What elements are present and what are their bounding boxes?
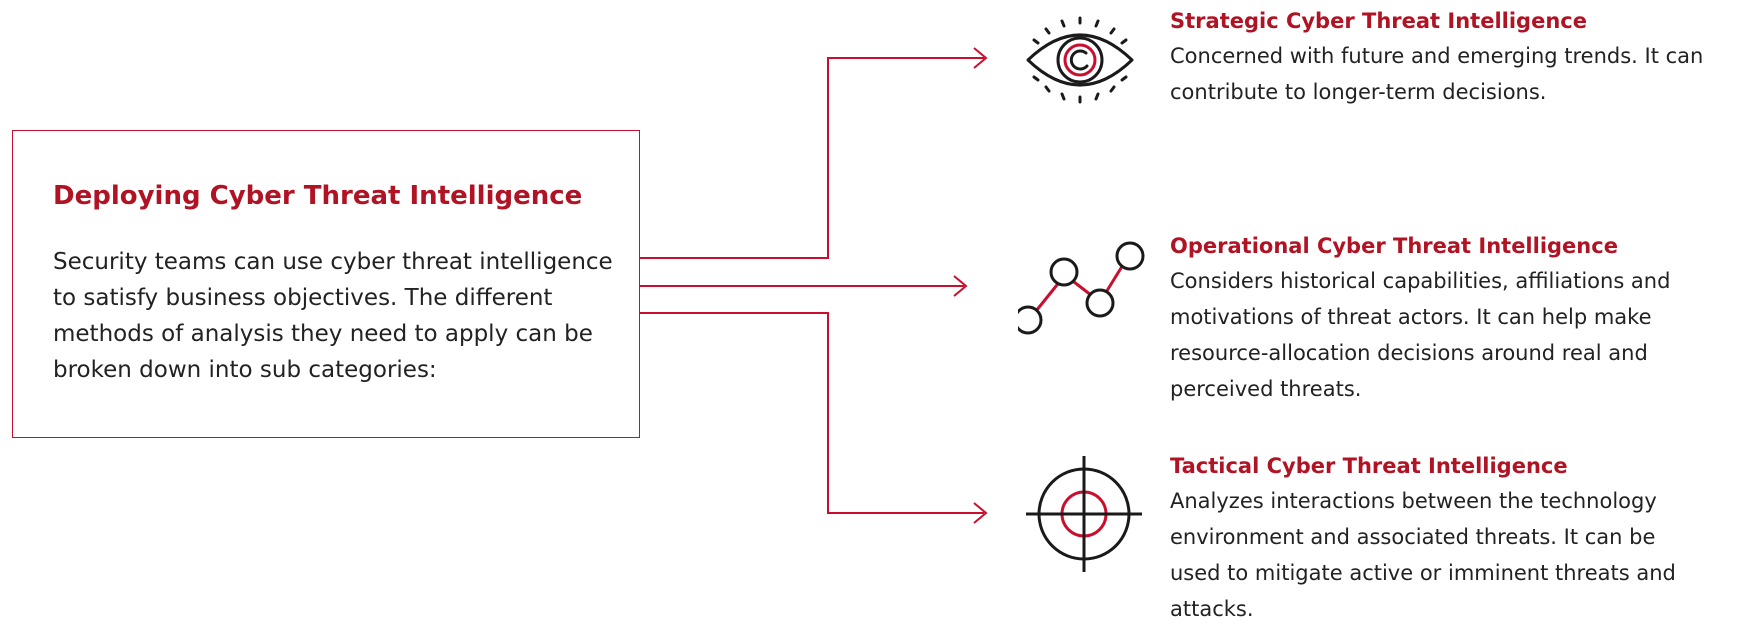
connector-strategic bbox=[640, 57, 984, 259]
category-operational: Operational Cyber Threat Intelligence Co… bbox=[1170, 233, 1740, 407]
intro-box: Deploying Cyber Threat Intelligence Secu… bbox=[12, 130, 640, 438]
crosshair-target-icon bbox=[1026, 456, 1142, 572]
category-title: Strategic Cyber Threat Intelligence bbox=[1170, 9, 1587, 33]
category-description: Analyzes interactions between the techno… bbox=[1170, 489, 1676, 621]
intro-text: Security teams can use cyber threat inte… bbox=[53, 249, 613, 383]
eye-icon bbox=[1026, 16, 1134, 104]
connected-nodes-icon bbox=[1018, 241, 1145, 335]
category-title: Tactical Cyber Threat Intelligence bbox=[1170, 454, 1568, 478]
arrowhead-tactical bbox=[973, 502, 988, 524]
intro-title: Deploying Cyber Threat Intelligence bbox=[53, 181, 583, 211]
arrowhead-operational bbox=[953, 275, 968, 297]
category-title: Operational Cyber Threat Intelligence bbox=[1170, 234, 1618, 258]
category-description: Concerned with future and emerging trend… bbox=[1170, 44, 1704, 104]
category-description: Considers historical capabilities, affil… bbox=[1170, 269, 1671, 401]
category-strategic: Strategic Cyber Threat Intelligence Conc… bbox=[1170, 8, 1740, 110]
arrowhead-strategic bbox=[973, 47, 988, 69]
category-tactical: Tactical Cyber Threat Intelligence Analy… bbox=[1170, 453, 1710, 627]
connector-tactical bbox=[640, 312, 984, 514]
